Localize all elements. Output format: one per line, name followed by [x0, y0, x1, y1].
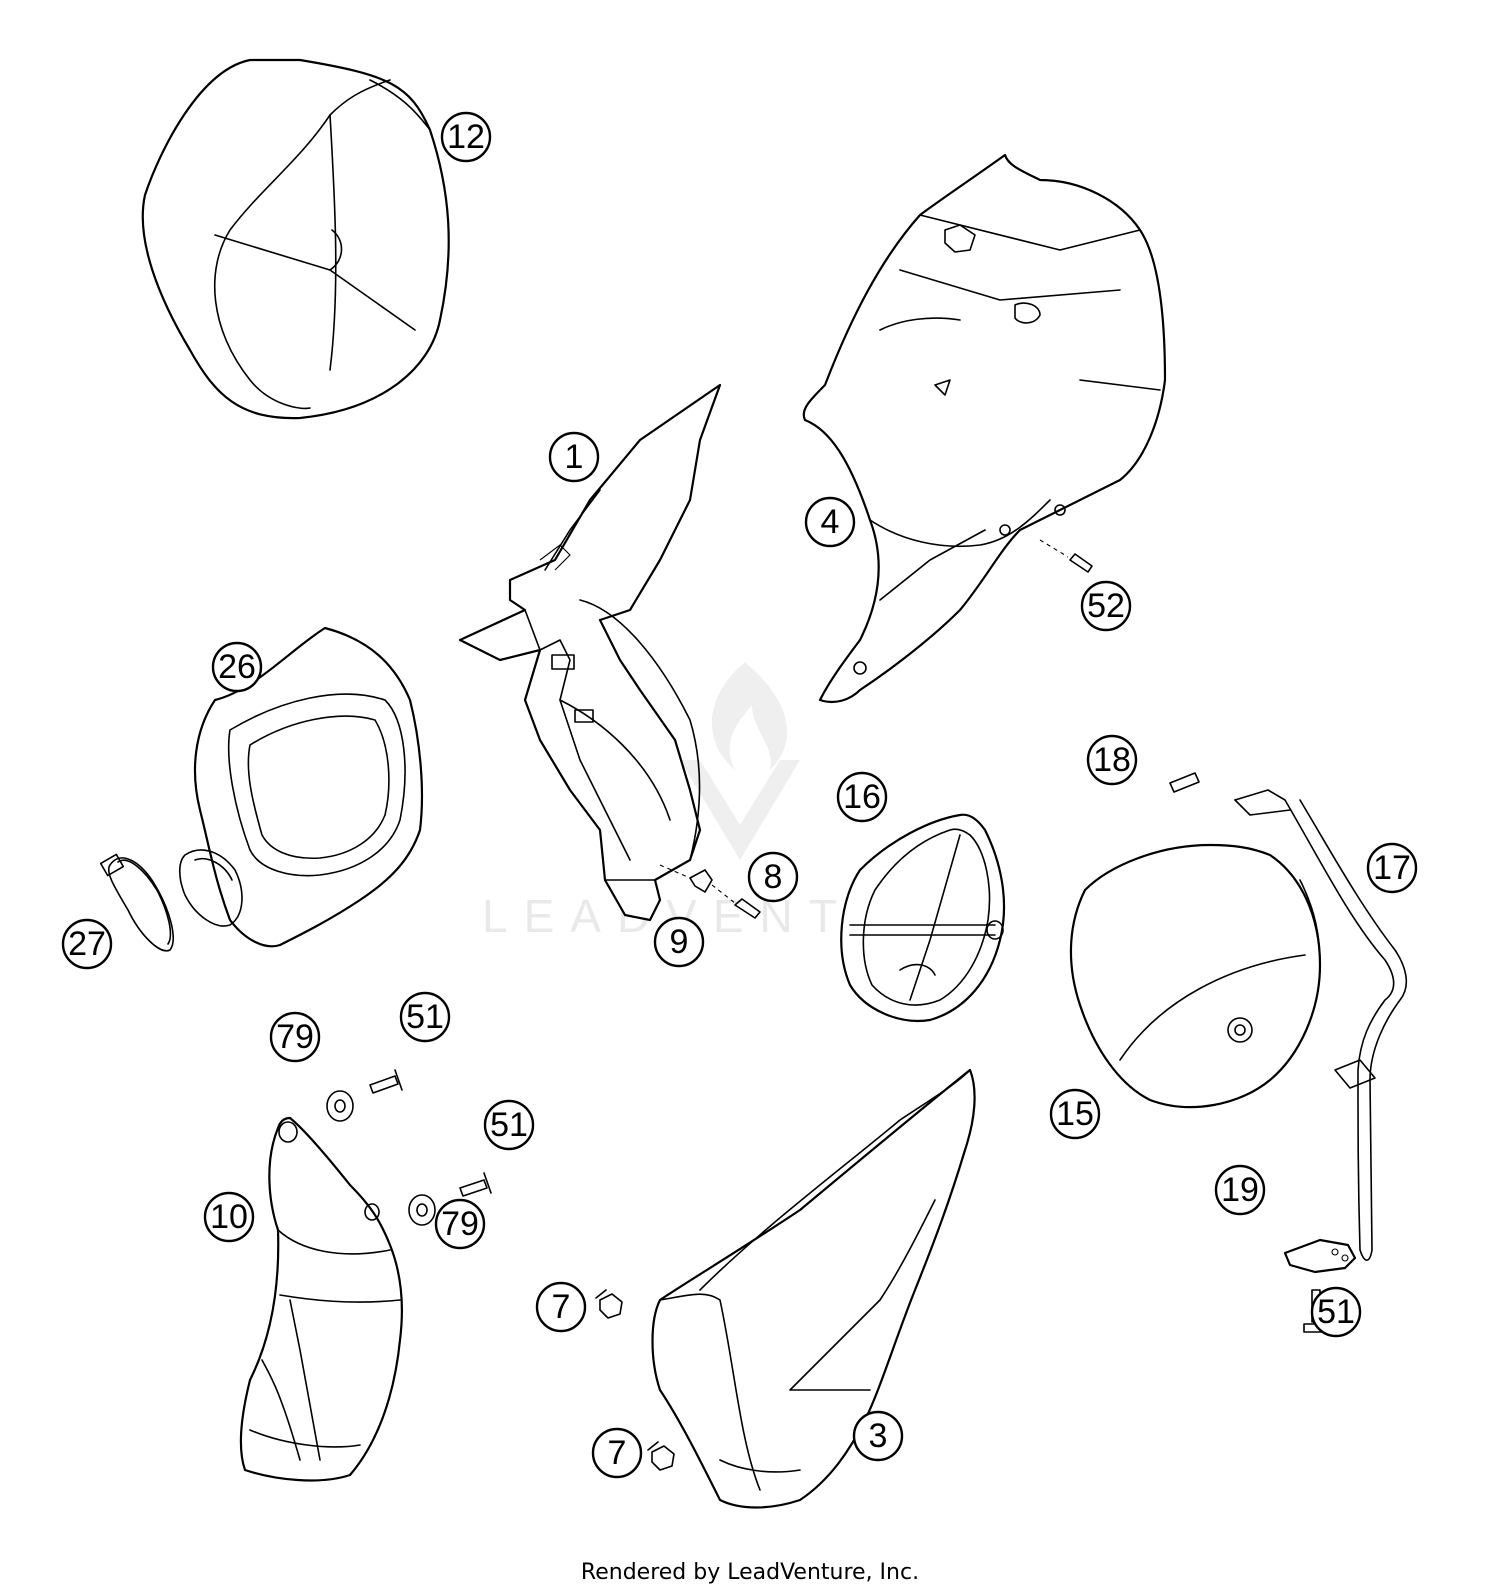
- svg-text:10: 10: [210, 1198, 248, 1236]
- callout-9: 9: [653, 916, 705, 968]
- part-18-pin: [1169, 772, 1200, 793]
- svg-text:51: 51: [490, 1106, 528, 1144]
- callout-7-lower: 7: [591, 1427, 643, 1479]
- callout-51-middle: 51: [483, 1099, 535, 1151]
- part-7-screw-lower: [647, 1441, 675, 1471]
- part-79-washer-upper: [326, 1090, 354, 1122]
- part-4-airbox-rear: [802, 153, 1167, 704]
- callout-4: 4: [804, 496, 856, 548]
- part-1-airbox: [458, 383, 722, 922]
- part-15-air-filter-cover: [1069, 843, 1322, 1109]
- callout-19: 19: [1214, 1164, 1266, 1216]
- svg-text:3: 3: [869, 1417, 888, 1455]
- callout-79-lower: 79: [434, 1198, 486, 1250]
- callout-18: 18: [1086, 734, 1138, 786]
- part-8-screw: [711, 884, 761, 919]
- part-27-hose-clamp: [99, 853, 174, 952]
- callout-15: 15: [1049, 1088, 1101, 1140]
- svg-text:19: 19: [1221, 1171, 1259, 1209]
- svg-text:17: 17: [1373, 849, 1411, 887]
- svg-text:7: 7: [608, 1434, 627, 1472]
- svg-text:26: 26: [218, 648, 256, 686]
- callout-52: 52: [1080, 580, 1132, 632]
- part-12-air-filter: [141, 58, 450, 420]
- callout-26: 26: [211, 641, 263, 693]
- part-16-filter-support: [840, 813, 1006, 1023]
- part-17-retaining-wire: [1234, 789, 1408, 1261]
- svg-text:12: 12: [447, 118, 485, 156]
- part-51-screw-middle: [459, 1172, 492, 1197]
- callout-7-upper: 7: [535, 1281, 587, 1333]
- part-79-washer-lower: [408, 1194, 436, 1226]
- svg-text:79: 79: [441, 1205, 479, 1243]
- callout-8: 8: [747, 851, 799, 903]
- svg-text:16: 16: [843, 778, 881, 816]
- svg-text:8: 8: [764, 858, 783, 896]
- callout-17: 17: [1366, 842, 1418, 894]
- part-10-side-panel-left: [239, 1116, 404, 1482]
- callout-16: 16: [836, 771, 888, 823]
- part-7-screw-upper: [595, 1289, 623, 1319]
- callout-27: 27: [61, 918, 113, 970]
- callout-1: 1: [548, 431, 600, 483]
- svg-text:7: 7: [552, 1288, 571, 1326]
- callout-51-lower: 51: [1310, 1286, 1362, 1338]
- svg-text:79: 79: [276, 1018, 314, 1056]
- callout-79-upper: 79: [269, 1011, 321, 1063]
- svg-text:52: 52: [1087, 587, 1125, 625]
- part-51-screw-upper: [369, 1069, 403, 1094]
- svg-text:51: 51: [1317, 1293, 1355, 1331]
- svg-text:51: 51: [406, 998, 444, 1036]
- callout-10: 10: [203, 1191, 255, 1243]
- svg-text:1: 1: [565, 438, 584, 476]
- callout-51-upper: 51: [399, 991, 451, 1043]
- footer-credit: Rendered by LeadVenture, Inc.: [580, 1560, 920, 1585]
- part-9-clip: [659, 864, 713, 893]
- svg-text:4: 4: [821, 503, 840, 541]
- part-19-bracket: [1283, 1238, 1357, 1274]
- part-26-filter-cage: [178, 626, 424, 948]
- svg-text:27: 27: [68, 925, 106, 963]
- callout-12: 12: [440, 111, 492, 163]
- svg-text:18: 18: [1093, 741, 1131, 779]
- part-3-side-panel-right: [651, 1068, 976, 1509]
- svg-text:9: 9: [670, 923, 689, 961]
- part-52-screw: [1039, 539, 1093, 573]
- svg-text:15: 15: [1056, 1095, 1094, 1133]
- callout-3: 3: [852, 1410, 904, 1462]
